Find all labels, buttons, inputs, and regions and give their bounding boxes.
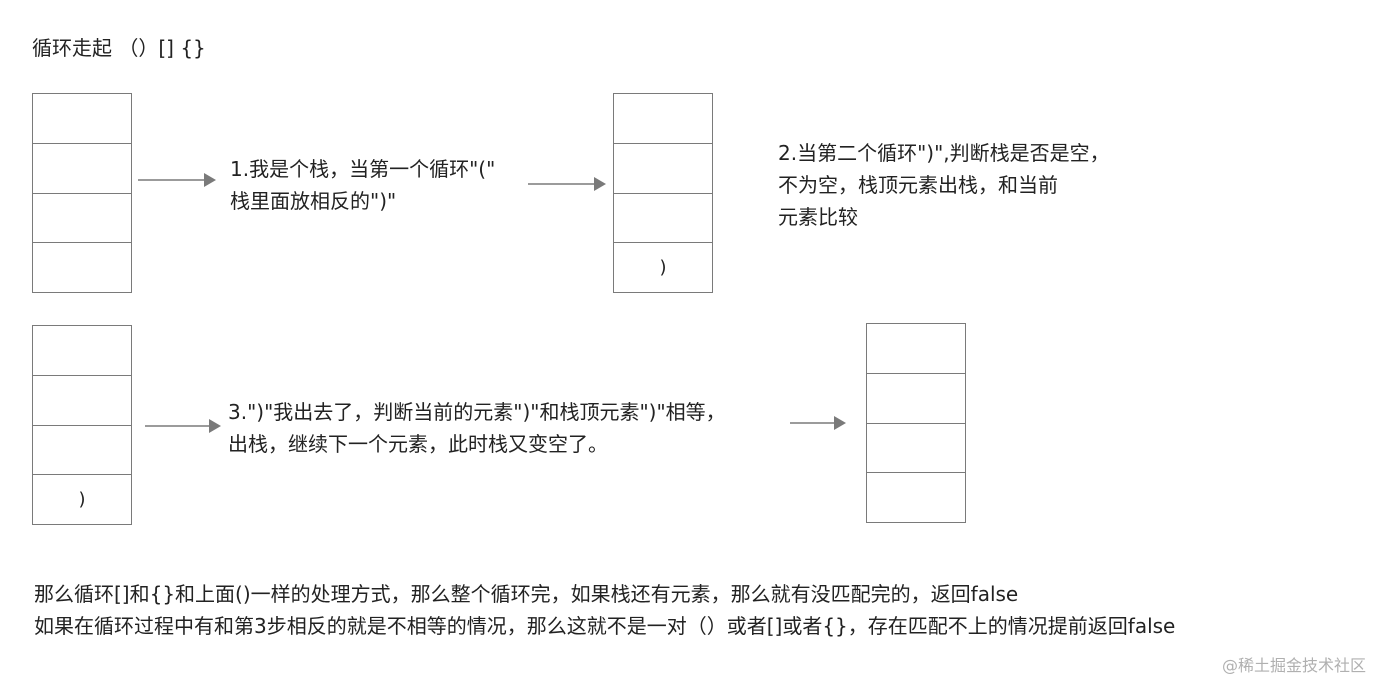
stack-4-cell (867, 473, 965, 522)
summary-text: 那么循环[]和{}和上面()一样的处理方式，那么整个循环完，如果栈还有元素，那么… (34, 578, 1175, 642)
stack-4-cell (867, 374, 965, 424)
stack-4-cell (867, 324, 965, 374)
watermark-text: @稀土掘金技术社区 (1221, 656, 1366, 675)
arrow-right-icon (528, 174, 608, 194)
stack-2-cell (614, 94, 712, 144)
step-1-note: 1.我是个栈，当第一个循环"(" 栈里面放相反的")" (230, 157, 496, 213)
stack-4 (866, 323, 966, 523)
stack-1-cell (33, 94, 131, 144)
arrow-right-icon (138, 170, 218, 190)
stack-4-cell (867, 424, 965, 474)
stack-3-cell (33, 426, 131, 476)
summary-line-1: 那么循环[]和{}和上面()一样的处理方式，那么整个循环完，如果栈还有元素，那么… (34, 582, 1019, 606)
stack-1-cell (33, 194, 131, 244)
stack-1-cell (33, 243, 131, 292)
stack-3-cell: ) (78, 489, 86, 511)
stack-3-cell (33, 376, 131, 426)
stack-3-cell (33, 326, 131, 376)
stack-2: ) (613, 93, 713, 293)
stack-1 (32, 93, 132, 293)
stack-3: ) (32, 325, 132, 525)
summary-line-2: 如果在循环过程中有和第3步相反的就是不相等的情况，那么这就不是一对（）或者[]或… (34, 614, 1176, 638)
arrow-right-icon (790, 413, 848, 433)
stack-2-cell: ) (659, 257, 667, 279)
stack-1-cell (33, 144, 131, 194)
arrow-right-icon (145, 416, 223, 436)
stack-2-cell (614, 194, 712, 244)
page-title: 循环走起 （）[] {} (32, 36, 206, 60)
step-3-note: 3.")"我出去了，判断当前的元素")"和栈顶元素")"相等， 出栈，继续下一个… (228, 400, 726, 456)
step-2-note: 2.当第二个循环")",判断栈是否是空， 不为空，栈顶元素出栈，和当前 元素比较 (778, 141, 1110, 229)
stack-2-cell (614, 144, 712, 194)
